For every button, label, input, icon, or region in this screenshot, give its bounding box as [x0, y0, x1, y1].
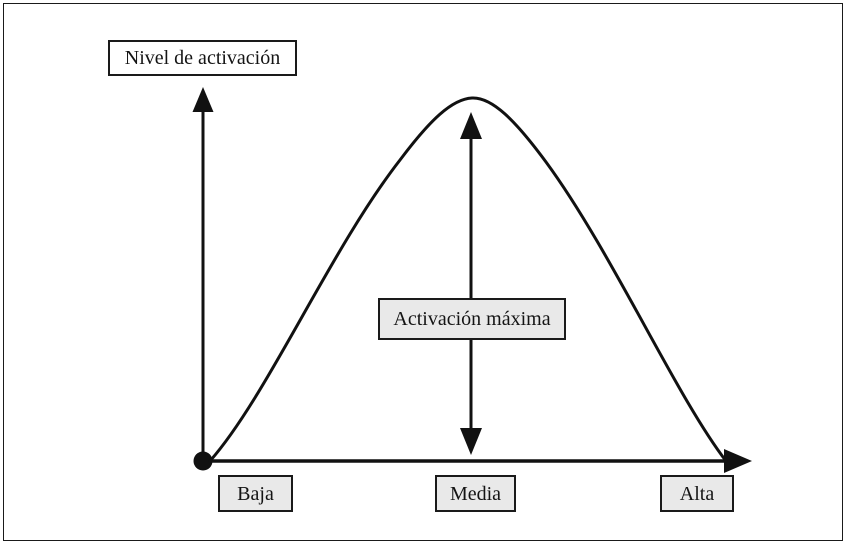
x-axis-arrowhead [724, 449, 752, 473]
peak-double-arrow [460, 112, 482, 455]
y-axis [192, 87, 214, 461]
figure-border [3, 3, 843, 541]
peak-activation-label: Activación máxima [378, 298, 566, 340]
peak-arrow-head-down [460, 428, 482, 455]
category-low-text: Baja [237, 482, 274, 505]
y-axis-arrowhead [192, 87, 214, 112]
category-medium-text: Media [449, 482, 502, 505]
category-high-text: Alta [679, 482, 715, 505]
y-axis-title-text: Nivel de activación [124, 47, 281, 69]
activation-curve [208, 96, 728, 463]
y-axis-title-label: Nivel de activación [108, 40, 297, 76]
category-label-medium: Media [435, 475, 516, 512]
category-label-low: Baja [218, 475, 293, 512]
peak-activation-text: Activación máxima [393, 308, 551, 330]
peak-arrow-head-up [460, 112, 482, 139]
x-axis [203, 449, 752, 473]
category-label-high: Alta [660, 475, 734, 512]
origin-point-marker [193, 451, 213, 471]
